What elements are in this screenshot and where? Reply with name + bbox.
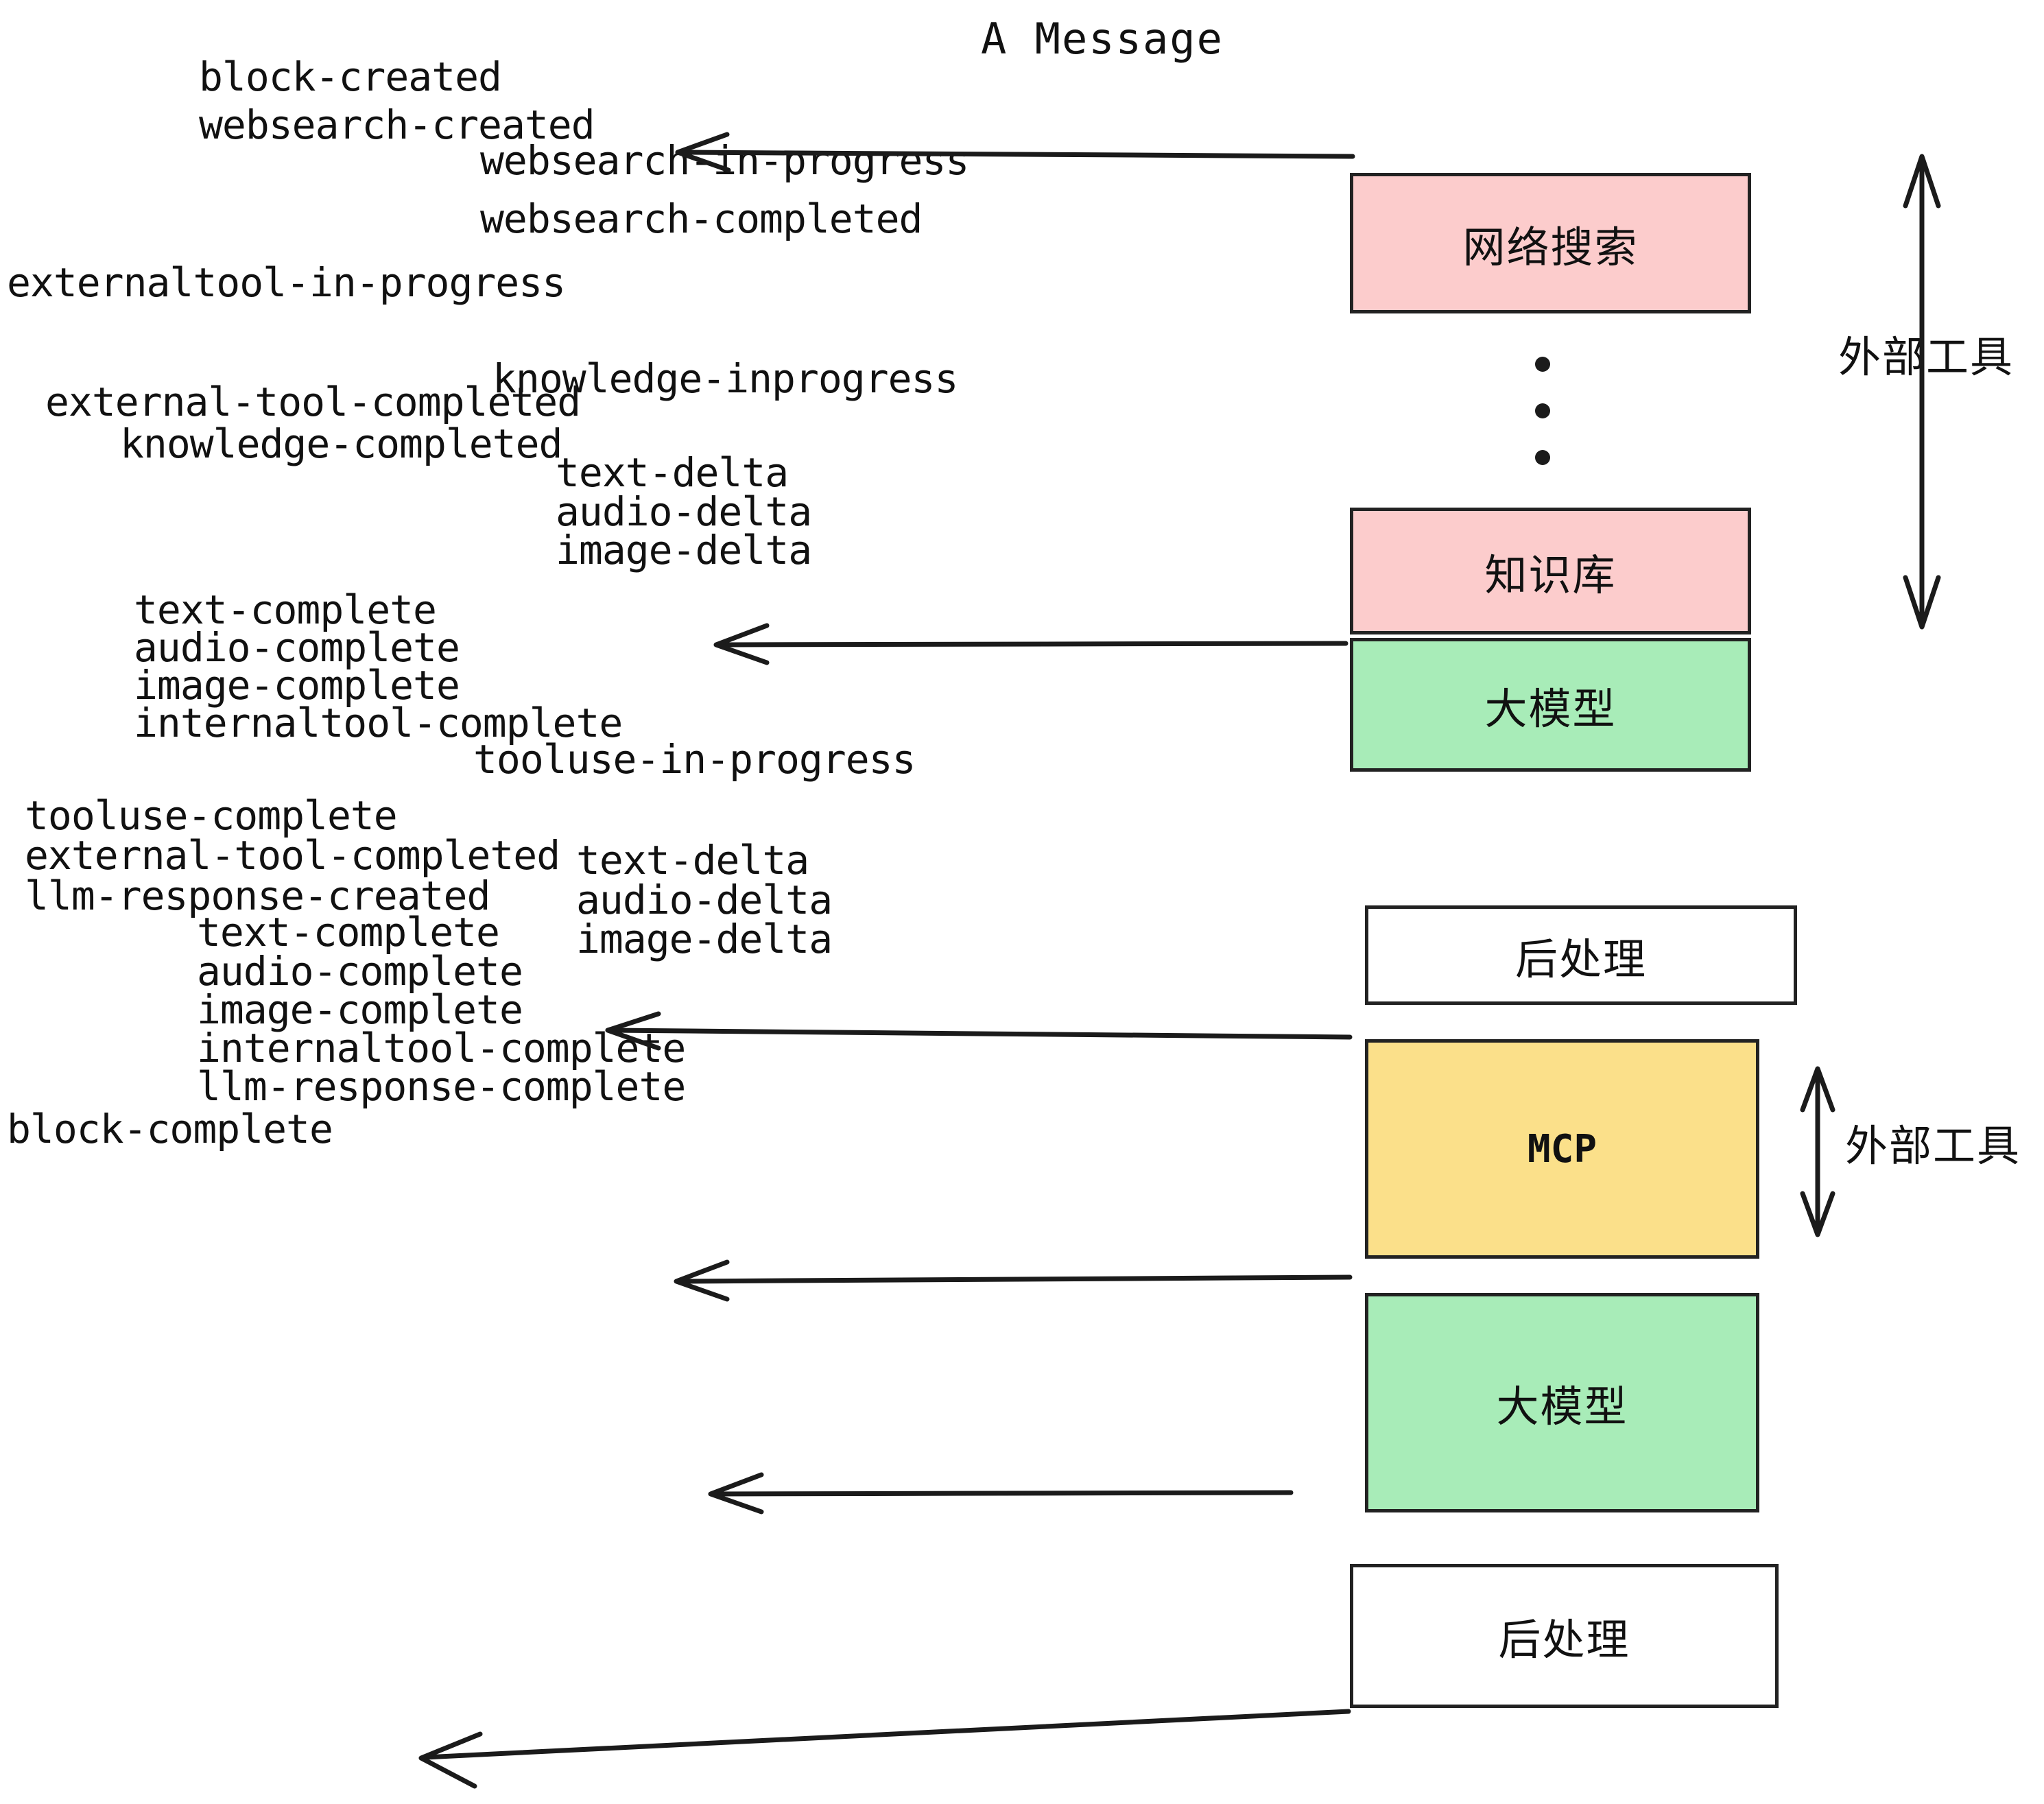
event-label-image-delta-1: image-delta	[556, 527, 812, 573]
external-tools-arrow-top	[1903, 154, 1941, 630]
event-label-image-complete-2: image-complete	[197, 986, 523, 1033]
event-label-block-created: block-created	[199, 54, 502, 100]
postprocess-box-2[interactable]: 后处理	[1350, 1564, 1779, 1708]
event-label-audio-delta-1: audio-delta	[556, 488, 812, 535]
ellipsis-dot-2	[1535, 403, 1550, 418]
event-label-externaltool-in-progress: externaltool-in-progress	[7, 259, 566, 306]
arrow-tooluse-complete	[674, 1259, 1353, 1302]
event-label-websearch-completed: websearch-completed	[480, 195, 923, 242]
event-label-knowledge-inprogress: knowledge-inprogress	[492, 355, 958, 402]
event-label-llm-response-complete: llm-response-complete	[197, 1063, 686, 1110]
event-label-text-complete-1: text-complete	[134, 586, 437, 633]
event-label-image-complete-1: image-complete	[134, 662, 460, 709]
external-tools-arrow-bottom	[1800, 1066, 1835, 1237]
mcp-box[interactable]: MCP	[1365, 1039, 1759, 1259]
event-label-websearch-created: websearch-created	[199, 102, 595, 148]
postprocess-box-1-label: 后处理	[1514, 934, 1647, 984]
event-label-external-tool-completed-2: external-tool-completed	[25, 832, 560, 879]
arrow-image-complete	[605, 1011, 1353, 1051]
external-tools-bottom-label: 外部工具	[1845, 1121, 2021, 1171]
postprocess-box-1[interactable]: 后处理	[1365, 905, 1797, 1005]
event-label-text-delta-2: text-delta	[576, 837, 809, 883]
arrow-block-complete	[418, 1709, 1351, 1789]
event-label-websearch-in-progress: websearch-in-progress	[480, 137, 969, 184]
event-label-audio-complete-2: audio-complete	[197, 948, 523, 995]
knowledge-box-label: 知识库	[1484, 549, 1617, 600]
event-label-internaltool-complete-1: internaltool-complete	[134, 700, 623, 746]
event-label-audio-delta-2: audio-delta	[576, 877, 833, 923]
websearch-box-label: 网络搜索	[1462, 222, 1639, 272]
event-label-block-complete: block-complete	[7, 1106, 333, 1152]
event-label-tooluse-complete: tooluse-complete	[25, 792, 398, 839]
event-label-audio-complete-1: audio-complete	[134, 624, 460, 671]
event-label-image-delta-2: image-delta	[576, 916, 833, 962]
event-label-tooluse-in-progress: tooluse-in-progress	[473, 736, 916, 783]
ellipsis-dot-3	[1535, 450, 1550, 465]
llm-box-2-label: 大模型	[1496, 1381, 1628, 1432]
llm-box-2[interactable]: 大模型	[1365, 1293, 1759, 1512]
event-label-text-complete-2: text-complete	[197, 909, 500, 956]
arrow-knowledge-completed	[713, 623, 1348, 665]
external-tools-top-label: 外部工具	[1838, 332, 2015, 382]
websearch-box[interactable]: 网络搜索	[1350, 173, 1751, 313]
page-title: A Message	[981, 14, 1224, 64]
postprocess-box-2-label: 后处理	[1498, 1615, 1630, 1665]
knowledge-box[interactable]: 知识库	[1350, 508, 1751, 634]
mcp-box-label: MCP	[1527, 1126, 1597, 1172]
event-label-text-delta-1: text-delta	[556, 449, 789, 496]
event-label-internaltool-complete-2: internaltool-complete	[197, 1025, 686, 1071]
arrow-audio-complete	[708, 1472, 1294, 1515]
event-label-llm-response-created: llm-response-created	[25, 873, 490, 919]
event-label-external-tool-completed-1: external-tool-completed	[45, 379, 581, 425]
llm-box-1[interactable]: 大模型	[1350, 638, 1751, 772]
event-label-knowledge-completed: knowledge-completed	[120, 420, 562, 467]
ellipsis-dot-1	[1535, 357, 1550, 372]
llm-box-1-label: 大模型	[1484, 683, 1617, 734]
